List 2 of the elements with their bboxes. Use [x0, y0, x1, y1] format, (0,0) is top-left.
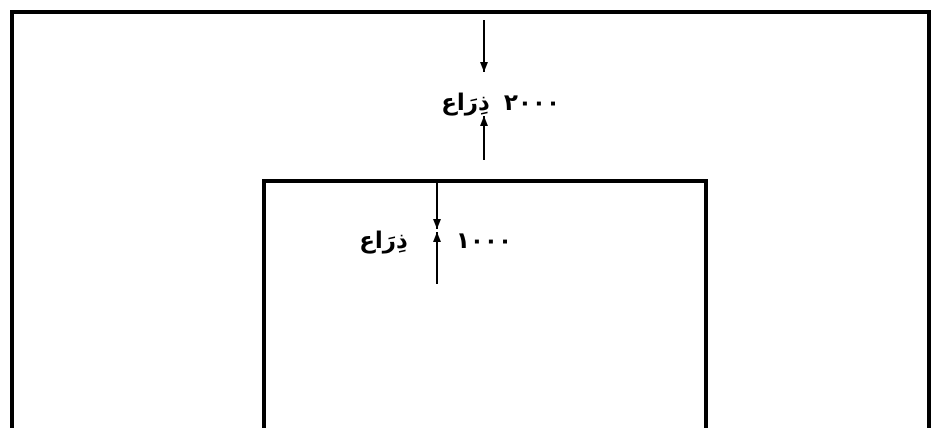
dimension-label: ١٠٠٠ ذِرَاع — [359, 227, 512, 255]
dimension-label: ٢٠٠٠ ذِرَاع — [441, 89, 560, 117]
